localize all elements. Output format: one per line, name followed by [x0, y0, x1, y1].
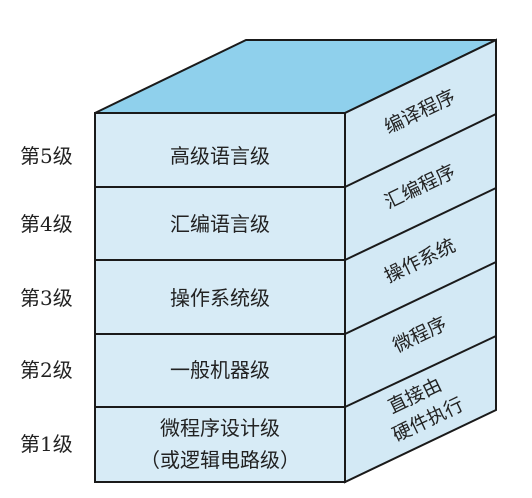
side-divider: [344, 261, 497, 335]
front-label: 操作系统级: [170, 286, 270, 310]
level-label: 第5级: [20, 144, 73, 168]
level-label: 第2级: [20, 358, 73, 382]
front-label: 微程序设计级: [160, 416, 280, 440]
side-divider: [344, 187, 497, 261]
front-face: [94, 112, 346, 483]
front-label: 汇编语言级: [170, 212, 270, 236]
side-divider: [344, 113, 497, 188]
front-label: 高级语言级: [170, 144, 270, 168]
front-label: 一般机器级: [170, 358, 270, 382]
level-label: 第3级: [20, 286, 73, 310]
front-label: （或逻辑电路级）: [140, 448, 300, 472]
side-face: [344, 38, 497, 484]
level-label: 第4级: [20, 212, 73, 236]
level-label: 第1级: [20, 432, 73, 456]
side-divider: [344, 335, 497, 408]
